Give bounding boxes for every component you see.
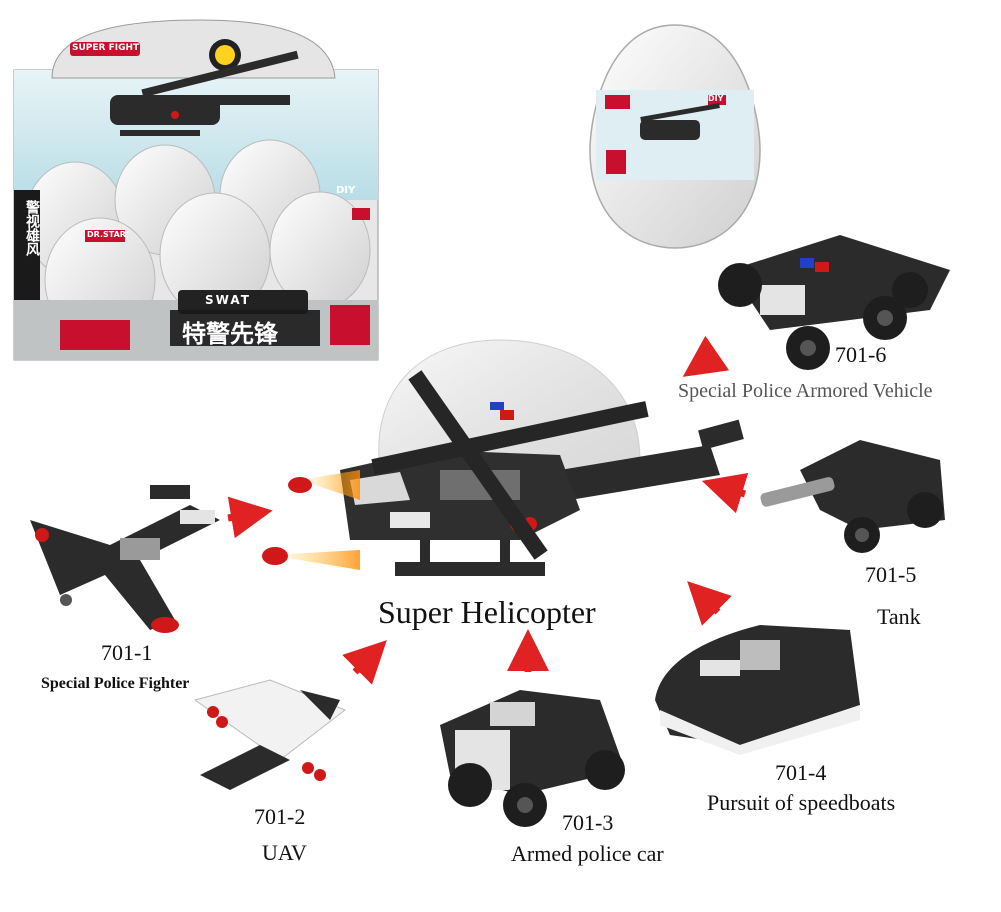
arrow-speedboat (687, 581, 732, 626)
box-brand-label: DR.STAR (87, 230, 126, 239)
center-title: Super Helicopter (378, 594, 596, 630)
arrow-fighter (227, 496, 273, 539)
model-code-701-5: 701-5 (865, 562, 917, 587)
egg-diy-label: DIY (708, 94, 724, 103)
model-name-701-4: Pursuit of speedboats (707, 790, 896, 815)
police-car-model (440, 690, 625, 827)
model-name-701-3: Armed police car (511, 841, 664, 866)
box-headline: 特警先锋 (182, 320, 278, 348)
model-code-701-3: 701-3 (562, 810, 614, 835)
super-helicopter-model (262, 339, 744, 576)
tank-model (760, 440, 945, 553)
fighter-model (30, 485, 220, 633)
box-swat-label: SWAT (205, 293, 251, 307)
model-name-701-2: UAV (262, 840, 307, 865)
box-side-text: 警视雄风 (24, 200, 40, 256)
box-helicopter-art (110, 50, 299, 136)
arrow-armored-vehicle (682, 335, 730, 377)
arrows (227, 335, 749, 685)
model-name-701-1: Special Police Fighter (41, 675, 190, 692)
box-top-badge: SUPER FIGHT (72, 43, 140, 53)
uav-model (193, 679, 347, 790)
model-name-701-5: Tank (877, 604, 921, 629)
model-code-701-6: 701-6 (835, 342, 887, 367)
model-name-701-6: Special Police Armored Vehicle (678, 380, 933, 402)
box-diy-label: DIY (336, 185, 356, 196)
armored-vehicle-model (718, 235, 950, 370)
capsule-egg (589, 24, 761, 249)
arrow-tank (701, 473, 749, 514)
model-code-701-1: 701-1 (101, 640, 153, 665)
model-code-701-2: 701-2 (254, 804, 306, 829)
arrow-uav (342, 640, 387, 685)
speedboat-model (655, 625, 860, 755)
model-code-701-4: 701-4 (775, 760, 827, 785)
display-box (13, 19, 379, 361)
